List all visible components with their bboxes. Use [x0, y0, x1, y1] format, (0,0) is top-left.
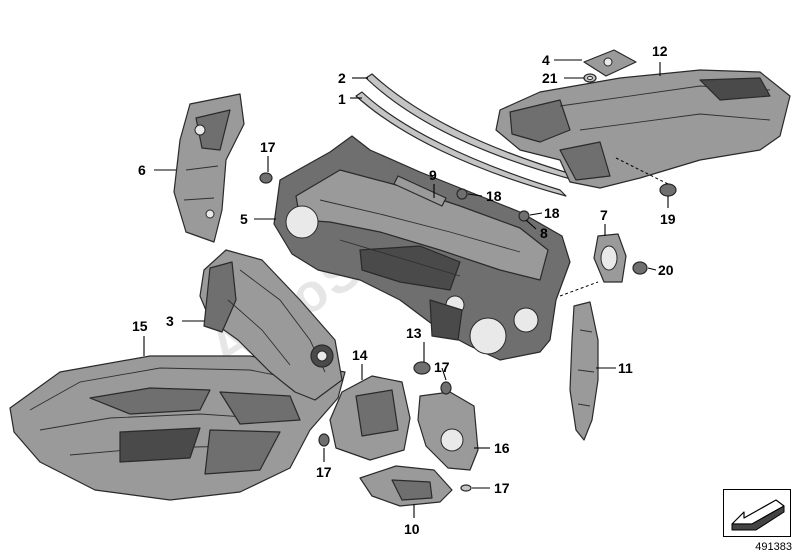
- callout-5[interactable]: 5: [240, 211, 248, 227]
- part-20-grommet[interactable]: [632, 261, 648, 275]
- callout-14[interactable]: 14: [352, 347, 368, 363]
- callout-9[interactable]: 9: [429, 167, 437, 183]
- callout-3[interactable]: 3: [166, 313, 174, 329]
- fastener-18b[interactable]: [518, 210, 530, 222]
- leader-lines: [143, 59, 669, 518]
- part-7-grommet-ring[interactable]: [593, 233, 627, 283]
- fastener-17d[interactable]: [460, 484, 472, 492]
- part-16-footwell-insulation[interactable]: [417, 391, 479, 471]
- callout-4[interactable]: 4: [542, 52, 550, 68]
- view-direction-box[interactable]: [723, 489, 791, 537]
- fastener-17b[interactable]: [440, 381, 452, 395]
- callout-21[interactable]: 21: [542, 70, 558, 86]
- callout-8[interactable]: 8: [540, 225, 548, 241]
- callout-1[interactable]: 1: [338, 91, 346, 107]
- part-21-washer[interactable]: [583, 73, 597, 83]
- reference-number: 491383: [755, 541, 792, 553]
- fastener-17a[interactable]: [259, 172, 273, 184]
- callout-19[interactable]: 19: [660, 211, 676, 227]
- callout-18-b[interactable]: 18: [544, 205, 560, 221]
- callout-11[interactable]: 11: [618, 360, 633, 376]
- callout-2[interactable]: 2: [338, 70, 346, 86]
- callout-15[interactable]: 15: [132, 318, 148, 334]
- part-6-side-panel[interactable]: [173, 93, 245, 243]
- part-15-underfloor-mat[interactable]: [9, 355, 346, 501]
- part-3-wheel-arch-insulation[interactable]: [199, 249, 343, 401]
- callout-20[interactable]: 20: [658, 262, 674, 278]
- callout-6[interactable]: 6: [138, 162, 146, 178]
- callout-17-d[interactable]: 17: [494, 480, 510, 496]
- part-11-a-pillar-insulation[interactable]: [569, 301, 599, 441]
- part-4-mounting-plate[interactable]: [583, 49, 637, 77]
- part-14-centre-insulation[interactable]: [329, 375, 411, 461]
- fastener-18a[interactable]: [456, 188, 468, 200]
- callout-7[interactable]: 7: [600, 207, 608, 223]
- part-1-inner-seal[interactable]: [355, 91, 567, 197]
- callout-17-c[interactable]: 17: [316, 464, 332, 480]
- callout-17-a[interactable]: 17: [260, 139, 276, 155]
- part-5-bulkhead[interactable]: [273, 135, 571, 361]
- part-19-plug[interactable]: [659, 183, 677, 197]
- callout-18-a[interactable]: 18: [486, 188, 502, 204]
- part-13-cap[interactable]: [413, 361, 431, 375]
- callout-10[interactable]: 10: [404, 521, 420, 537]
- callout-12[interactable]: 12: [652, 43, 668, 59]
- part-9-insulation-strip[interactable]: [393, 175, 447, 207]
- callout-13[interactable]: 13: [406, 325, 422, 341]
- callout-17-b[interactable]: 17: [434, 359, 450, 375]
- fastener-17c[interactable]: [318, 433, 330, 447]
- part-10-lower-heat-shield[interactable]: [359, 465, 453, 507]
- view-direction-arrow-icon: [731, 499, 785, 531]
- callout-16[interactable]: 16: [494, 440, 510, 456]
- callout-labels: 1 2 3 4 5 6 7 8 9 10 11 12 13 14 15 16 1…: [132, 43, 676, 537]
